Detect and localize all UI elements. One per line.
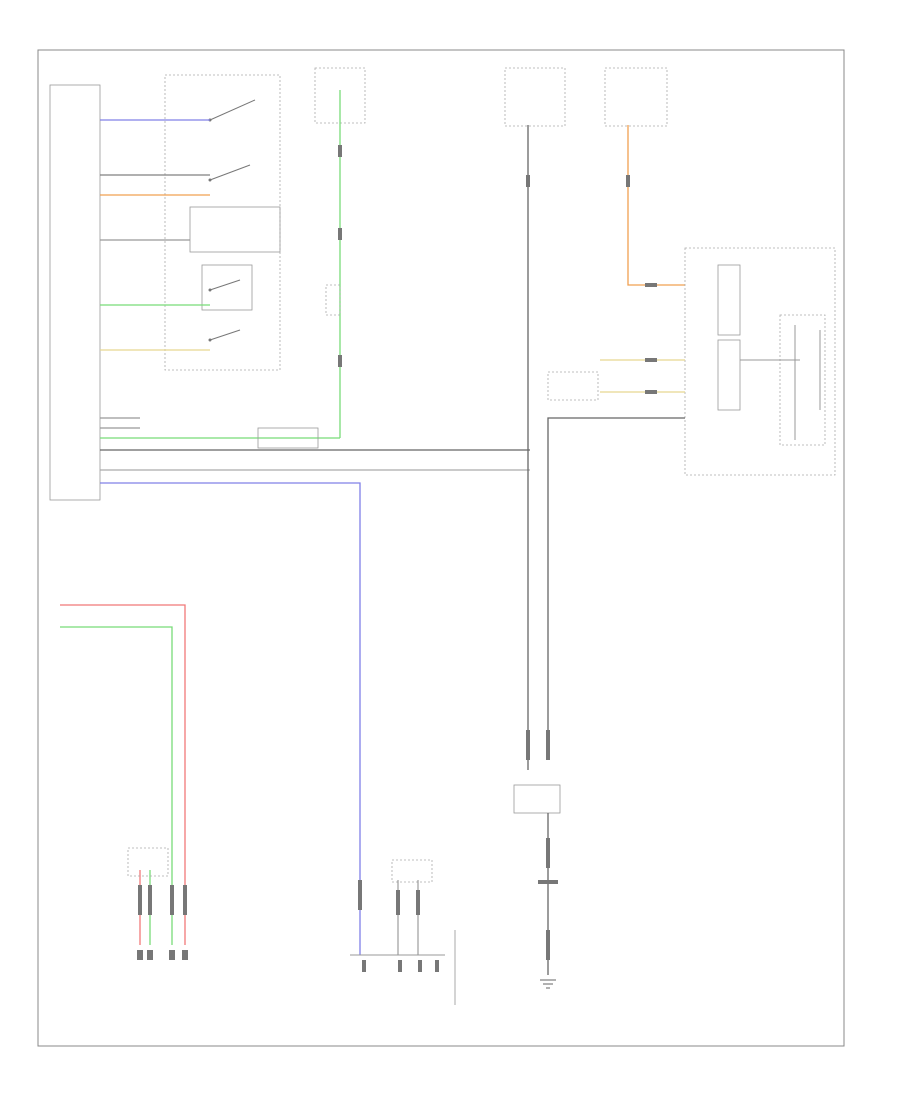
top-left-connector (314, 67, 366, 438)
ground-icon (540, 979, 556, 989)
junction-connector (325, 284, 341, 316)
blk-wire-route (547, 417, 685, 760)
connector-pin-icon (169, 950, 175, 960)
junction-connector-assembly (513, 450, 561, 989)
switch-contact-icon (208, 99, 256, 342)
junction-connector (127, 847, 169, 877)
light-control-switch-box (189, 206, 281, 253)
connector-pin-icon (137, 950, 143, 960)
junction-connector (391, 859, 433, 883)
connector-pin-icon (182, 950, 188, 960)
connector-pin-icon (604, 67, 668, 127)
airbag-sensor-wiring (60, 604, 188, 960)
switch-housing-outline (164, 74, 281, 371)
grn-wire-route (60, 626, 173, 945)
junction-connector (547, 371, 599, 401)
diagram-frame (37, 49, 845, 1047)
org-wire-route (627, 125, 685, 286)
combination-meter-assembly (547, 247, 836, 760)
connector-pin-icon (147, 950, 153, 960)
dimmer-switch-box (201, 264, 253, 311)
connector-pin-icon (504, 67, 566, 127)
steering-pad-switch-box (257, 427, 319, 449)
combination-meter-outline (684, 247, 836, 476)
steering-wheel-wiring (100, 482, 456, 1005)
top-right-connectors (504, 67, 685, 450)
meter-ic-block (717, 339, 741, 411)
meter-ic-block (717, 264, 741, 336)
combination-switch-assembly (49, 74, 530, 501)
junction-connector-box (513, 784, 561, 814)
combination-switch-connector-block (49, 84, 101, 501)
blu-wire-route (100, 482, 361, 955)
meter-indicator-group (779, 314, 826, 446)
red-wire-route (60, 604, 186, 945)
